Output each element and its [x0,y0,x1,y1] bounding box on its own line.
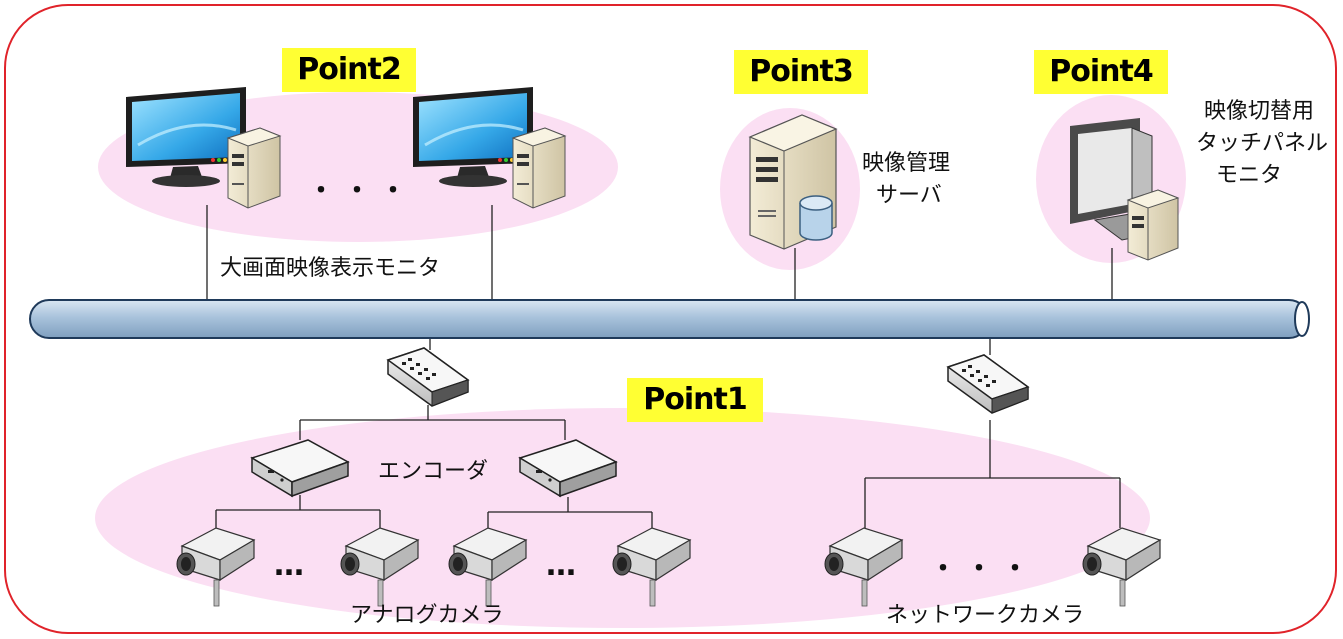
cameras-area [95,408,1150,628]
camera-icon [612,527,692,607]
camera-icon [1082,527,1162,607]
analog-cameras-ellipsis-b: … [546,548,586,583]
touch-panel-label-line3: モニタ [1216,163,1283,188]
point3-highlight: Point3 [734,50,868,94]
touch-panel-label-line1: 映像切替用 [1204,99,1315,124]
network-switch-icon [386,347,470,407]
pc-monitor-icon [126,87,246,187]
database-icon [799,195,833,241]
connection-lines [206,205,1121,528]
pc-monitor-icon [413,87,533,187]
server-label-line1: 映像管理 [862,151,951,176]
display-monitor-label: 大画面映像表示モニタ [220,256,441,281]
point1-highlight: Point1 [627,378,763,422]
analog-cameras-ellipsis-a: … [274,548,314,583]
analog-camera-label: アナログカメラ [350,603,504,628]
network-cameras-ellipsis: ・・・ [930,554,1039,584]
pc-tower-icon [1126,189,1180,261]
touch-panel-monitor-icon [1070,118,1162,241]
pc-tower-icon [226,127,282,209]
encoder-icon [518,439,618,498]
camera-icon [448,527,528,607]
camera-icon [176,527,256,607]
network-camera-label: ネットワークカメラ [886,603,1085,628]
encoder-icon [250,439,350,498]
diagram-frame [4,4,1337,634]
touch-panel-label-line2: タッチパネル [1196,131,1329,156]
point2-highlight: Point2 [282,48,416,92]
camera-icon [340,527,420,607]
server-label-line2: サーバ [876,183,942,208]
monitors-ellipsis: ・・・ [308,176,417,206]
pc-tower-icon [511,127,567,209]
network-switch-icon [946,354,1030,414]
encoder-label: エンコーダ [378,459,489,484]
point4-highlight: Point4 [1034,50,1168,94]
backbone-cable [29,299,1310,339]
camera-icon [824,527,904,607]
